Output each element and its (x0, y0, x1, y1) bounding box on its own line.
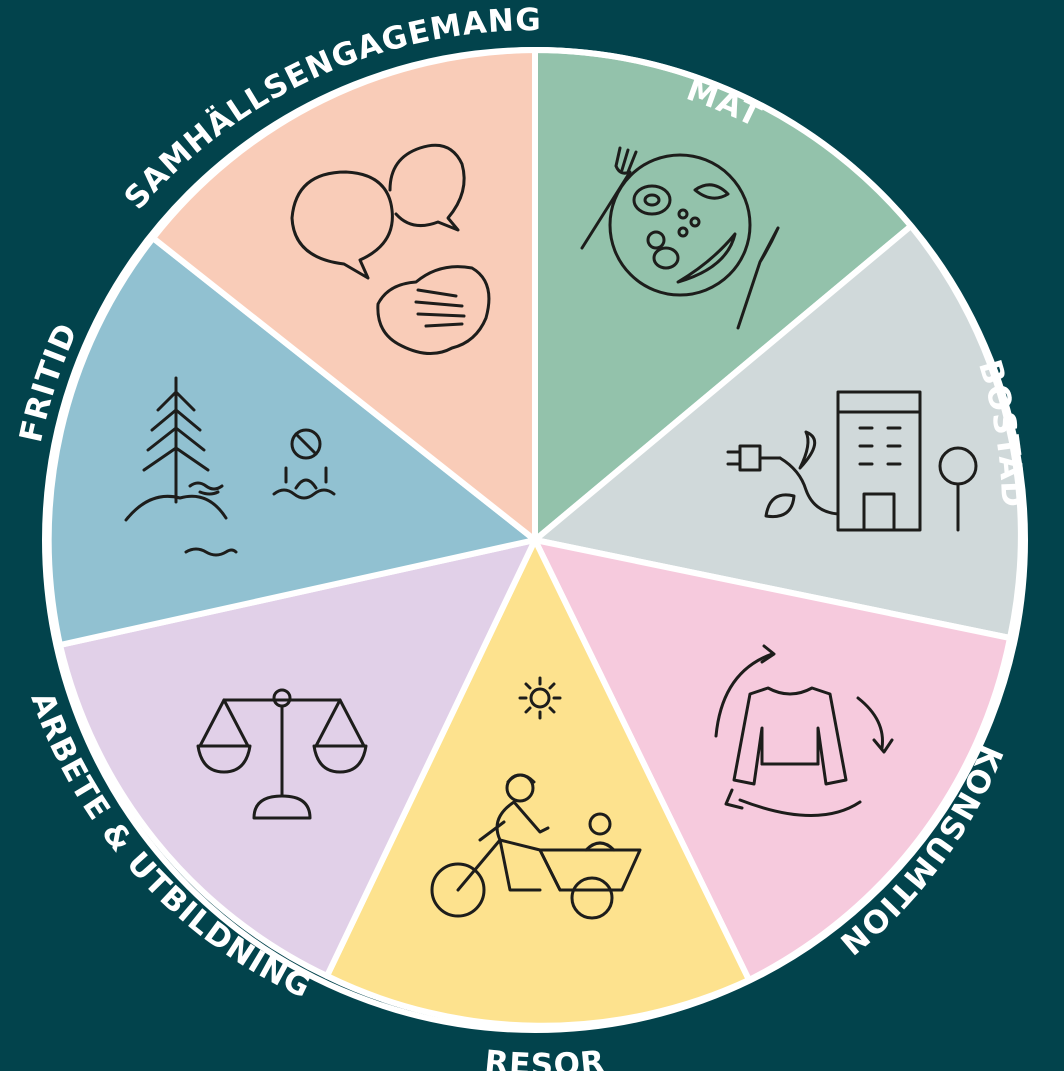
sweater-recycle-icon (714, 644, 894, 817)
balance-scale-icon (196, 688, 368, 820)
label-resor: RESOR (483, 1044, 607, 1071)
wheel-outline (42, 47, 1028, 1033)
plate-cutlery-icon (580, 146, 780, 330)
cargo-bike-icon (430, 676, 642, 920)
speech-handshake-icon (290, 143, 491, 355)
segment-arbete (57, 537, 538, 979)
tree-swimmer-icon (124, 376, 336, 557)
building-plug-icon (726, 390, 978, 532)
